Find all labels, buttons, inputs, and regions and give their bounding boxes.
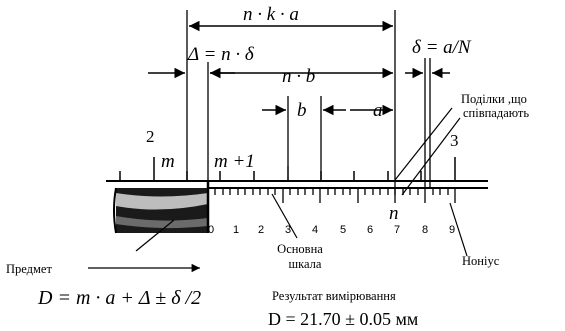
n-label: n: [389, 203, 399, 224]
b-label: b: [297, 100, 307, 121]
coinciding-label-line2: співпадають: [463, 106, 529, 120]
small-delta-label: δ = a/N: [412, 37, 472, 58]
main-scale-name-line2: шкала: [289, 257, 322, 271]
vernier-digit: 8: [422, 224, 428, 236]
vernier-digit: 1: [233, 224, 239, 236]
m-plus-one-label: m +1: [214, 151, 255, 172]
m-label: m: [161, 151, 175, 172]
main-scale-name-line1: Основна: [277, 242, 323, 256]
vernier-digit: 5: [340, 224, 346, 236]
main-scale-label-2: 2: [146, 127, 155, 146]
a-label: a: [373, 100, 383, 121]
dimension-arrows: [148, 20, 450, 116]
vernier-digit: 7: [394, 224, 400, 236]
vernier-digit: 9: [449, 224, 455, 236]
formula: D = m · a + Δ ± δ /2: [37, 287, 201, 309]
delta-label: Δ = n · δ: [187, 44, 255, 65]
vernier-digit: 4: [312, 224, 318, 236]
object-label: Предмет: [6, 262, 52, 276]
result-value: D = 21.70 ± 0.05 мм: [268, 309, 418, 329]
vernier-name: Ноніус: [462, 254, 500, 268]
reference-lines: [186, 10, 431, 195]
vernier-digit: 0: [208, 224, 214, 236]
main-scale-label-3: 3: [450, 131, 459, 150]
pointer-lines: [88, 107, 468, 273]
vernier-scale: 0 1 2 3 4 5 6 7 8 9: [206, 181, 488, 236]
vernier-digit: 3: [285, 224, 291, 236]
vernier-digit: 6: [367, 224, 373, 236]
result-title: Результат вимірювання: [272, 289, 396, 303]
vernier-digit: 2: [258, 224, 264, 236]
coinciding-label-line1: Поділки ,що: [461, 92, 527, 106]
main-scale: [106, 157, 488, 182]
n-b-label: n · b: [282, 66, 315, 87]
n-k-a-label: n · k · a: [243, 4, 299, 25]
object-body: [113, 187, 208, 234]
